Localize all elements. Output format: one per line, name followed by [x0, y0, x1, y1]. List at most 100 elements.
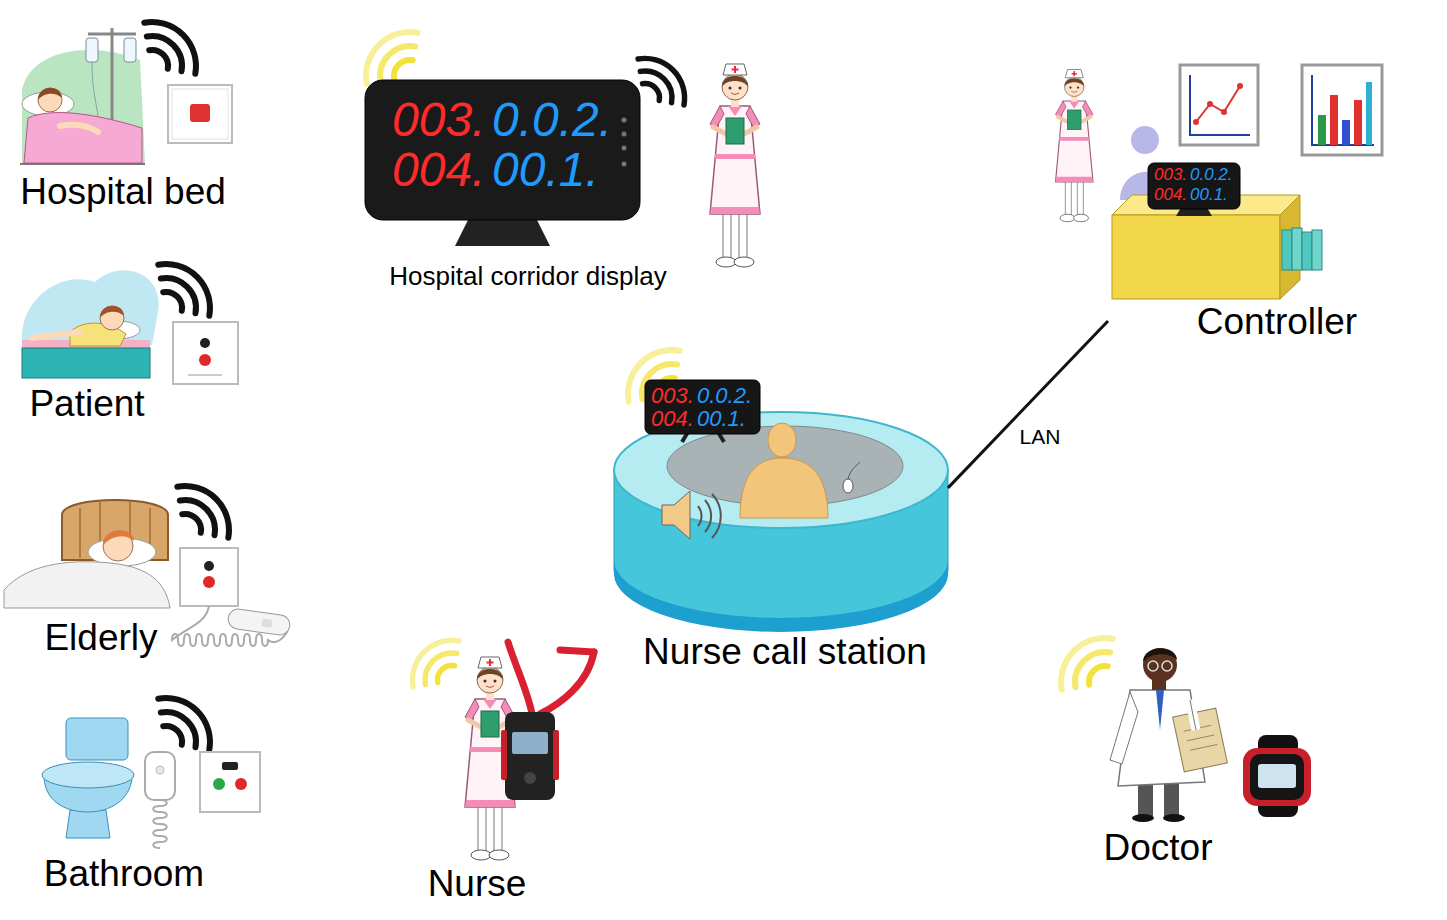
call-button	[168, 85, 232, 143]
call-button	[200, 752, 260, 812]
chart-pictures	[1237, 83, 1243, 89]
item-label: Patient	[29, 384, 144, 425]
doctor-figure	[1190, 700, 1196, 730]
call-button	[203, 576, 215, 588]
chart-pictures	[1196, 86, 1240, 122]
illustration	[710, 64, 760, 267]
toilet-picture	[42, 762, 134, 788]
corridor-display	[622, 118, 627, 123]
call-button	[199, 354, 211, 366]
nurse-station	[698, 506, 702, 526]
patient-picture	[32, 332, 80, 338]
hospital-bed-picture	[88, 33, 136, 36]
hospital-bed-picture	[20, 163, 145, 165]
controller-desk	[1312, 230, 1322, 270]
doctor-figure	[1143, 648, 1177, 662]
chart-pictures	[1180, 65, 1258, 145]
controller-desk	[1282, 230, 1292, 270]
call-button	[190, 104, 210, 122]
display-digits: 003.	[392, 96, 485, 144]
hospital-bed-picture	[38, 88, 62, 112]
controller-desk	[1292, 228, 1302, 270]
illustration	[158, 698, 210, 750]
wrist-watch	[1250, 754, 1304, 800]
controller-desk	[1148, 163, 1240, 209]
item-label: Controller	[1197, 302, 1357, 343]
display-digits: 00.1.	[697, 408, 746, 430]
chart-pictures	[1180, 65, 1382, 155]
pull-switch	[145, 752, 175, 800]
chart-pictures	[1207, 101, 1213, 107]
illustration-region: Elderly	[4, 475, 294, 665]
pendant-cord	[261, 618, 272, 627]
chart-pictures	[1193, 119, 1199, 125]
illustration	[177, 486, 229, 538]
doctor-figure	[1110, 692, 1138, 764]
pull-switch	[145, 752, 175, 848]
doctor-figure	[1173, 708, 1228, 772]
elderly-picture	[103, 531, 133, 561]
nurse-station	[662, 491, 690, 539]
illustration	[1061, 638, 1113, 690]
display-digits: 004.	[651, 408, 694, 430]
pull-switch	[153, 800, 167, 848]
nurse-station	[740, 458, 828, 518]
nurse-station	[712, 494, 721, 538]
illustration-region: Doctor	[1045, 625, 1340, 875]
wrist-watch	[1258, 764, 1296, 788]
toilet-picture	[66, 718, 128, 760]
patient-picture	[100, 306, 124, 330]
illustration-region: Hospital bed	[12, 10, 252, 218]
pager	[524, 772, 536, 784]
display-digits: 004.	[1154, 186, 1187, 203]
illustration	[158, 264, 210, 316]
corridor-display	[622, 162, 627, 167]
illustration	[366, 32, 418, 84]
wrist-watch	[1243, 735, 1311, 817]
controller-desk	[1302, 232, 1312, 270]
connector-label: LAN	[1017, 424, 1064, 449]
nurse-station	[705, 500, 711, 532]
doctor-figure	[1143, 648, 1177, 682]
call-button	[168, 85, 232, 143]
pager	[501, 730, 507, 780]
pager	[505, 712, 555, 800]
illustration-region: Patient	[15, 250, 245, 430]
illustration	[144, 22, 196, 74]
call-button	[200, 338, 210, 348]
hospital-bed-picture	[20, 28, 145, 164]
call-button	[173, 322, 238, 384]
doctor-figure	[1163, 814, 1185, 822]
nurse-station	[614, 560, 948, 632]
display-digits: 004.	[392, 146, 485, 194]
call-button	[172, 89, 228, 139]
pager	[560, 650, 594, 652]
nurse-station	[848, 462, 860, 479]
hospital-bed-picture	[24, 113, 142, 163]
doctor-figure	[1132, 814, 1154, 822]
chart-pictures	[1302, 65, 1382, 155]
patient-picture	[22, 270, 159, 378]
patient-picture	[22, 348, 150, 378]
call-button	[188, 374, 222, 376]
doctor-figure	[1162, 661, 1172, 671]
doctor-figure	[1156, 690, 1164, 730]
item-label: Hospital bed	[20, 172, 226, 213]
item-label: Nurse	[428, 864, 527, 905]
illustration-region: Nurse	[400, 630, 605, 910]
corridor-display	[365, 80, 640, 246]
illustration	[638, 58, 685, 105]
lan-cable	[948, 321, 1108, 488]
doctor-figure	[1110, 648, 1227, 822]
call-button	[200, 752, 260, 812]
hospital-bed-picture	[60, 125, 98, 132]
call-button	[235, 778, 247, 790]
illustration	[1056, 70, 1094, 222]
call-button	[173, 322, 238, 384]
chart-pictures	[1366, 82, 1372, 145]
doctor-figure	[1190, 700, 1196, 730]
chart-pictures	[1318, 115, 1326, 145]
chart-pictures	[1221, 109, 1227, 115]
